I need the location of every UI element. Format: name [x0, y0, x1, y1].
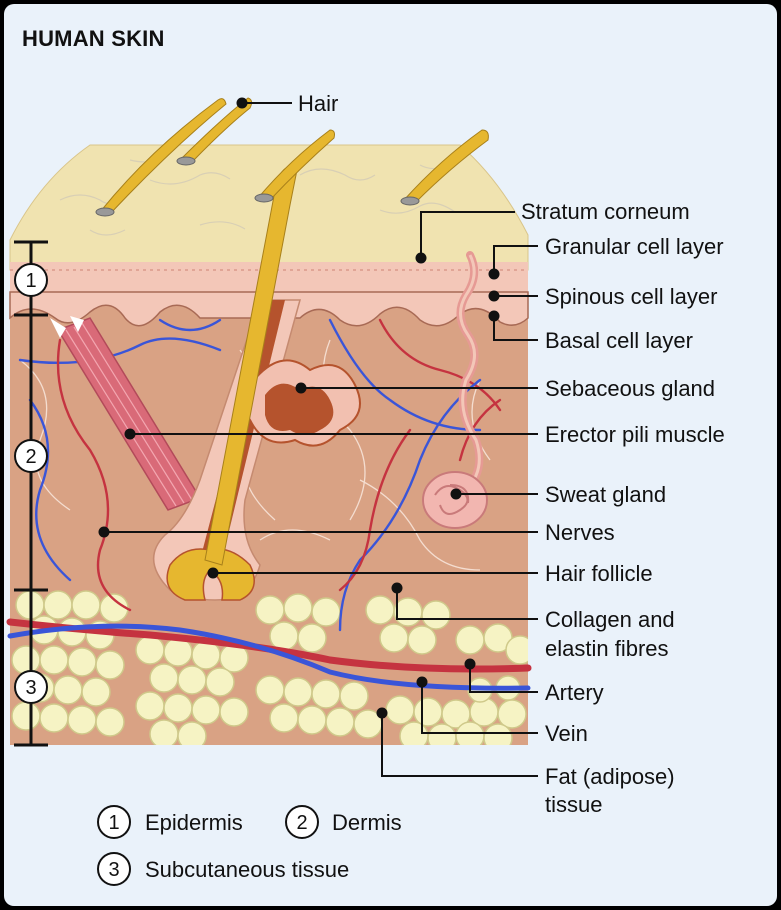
leader-lines	[104, 102, 538, 777]
label-spinous-cell-layer: Spinous cell layer	[545, 284, 717, 309]
layer-bracket	[14, 240, 48, 747]
layer-marker-epidermis: 1	[14, 263, 48, 297]
layer-marker-2-text: 2	[25, 446, 36, 468]
label-fat-line1: Fat (adipose)	[545, 764, 675, 789]
hair-follicle-structure	[152, 166, 361, 601]
fat-cells	[11, 590, 528, 745]
legend-label-subcutaneous: Subcutaneous tissue	[145, 857, 349, 882]
layer-marker-1-text: 1	[25, 270, 36, 292]
label-erector-pili-muscle: Erector pili muscle	[545, 422, 725, 447]
legend-num-1: 1	[108, 812, 119, 834]
label-hair-follicle: Hair follicle	[545, 561, 653, 586]
surface-hairs	[95, 97, 489, 217]
leader-dots	[98, 97, 500, 719]
diagram-frame: HUMAN SKIN	[4, 4, 777, 906]
label-artery: Artery	[545, 680, 604, 705]
label-vein: Vein	[545, 721, 588, 746]
layer-marker-3-text: 3	[25, 677, 36, 699]
labels: Hair Stratum corneum Granular cell layer…	[298, 91, 725, 817]
skin-block	[6, 97, 532, 745]
label-collagen-line1: Collagen and	[545, 607, 675, 632]
legend-num-3: 3	[108, 859, 119, 881]
diagram-title: HUMAN SKIN	[22, 26, 165, 51]
legend-item-epidermis: 1 Epidermis	[97, 805, 243, 839]
label-granular-cell-layer: Granular cell layer	[545, 234, 724, 259]
legend-label-dermis: Dermis	[332, 810, 402, 835]
label-fat-line2: tissue	[545, 792, 602, 817]
dermal-vessels	[18, 318, 502, 632]
legend: 1 Epidermis 2 Dermis 3 Subcutaneous tiss…	[97, 805, 402, 886]
skin-diagram: 1 2 3	[6, 91, 725, 886]
legend-label-epidermis: Epidermis	[145, 810, 243, 835]
label-basal-cell-layer: Basal cell layer	[545, 328, 693, 353]
label-hair: Hair	[298, 91, 338, 116]
sweat-gland	[422, 251, 488, 529]
label-collagen-line2: elastin fibres	[545, 636, 669, 661]
erector-pili-muscle	[50, 316, 202, 511]
label-sebaceous-gland: Sebaceous gland	[545, 376, 715, 401]
legend-item-dermis: 2 Dermis	[285, 805, 402, 839]
legend-num-2: 2	[296, 812, 307, 834]
layer-marker-dermis: 2	[14, 439, 48, 473]
label-stratum-corneum: Stratum corneum	[521, 199, 690, 224]
legend-item-subcutaneous: 3 Subcutaneous tissue	[97, 852, 349, 886]
layer-marker-subcutaneous: 3	[14, 670, 48, 704]
label-sweat-gland: Sweat gland	[545, 482, 666, 507]
label-nerves: Nerves	[545, 520, 615, 545]
